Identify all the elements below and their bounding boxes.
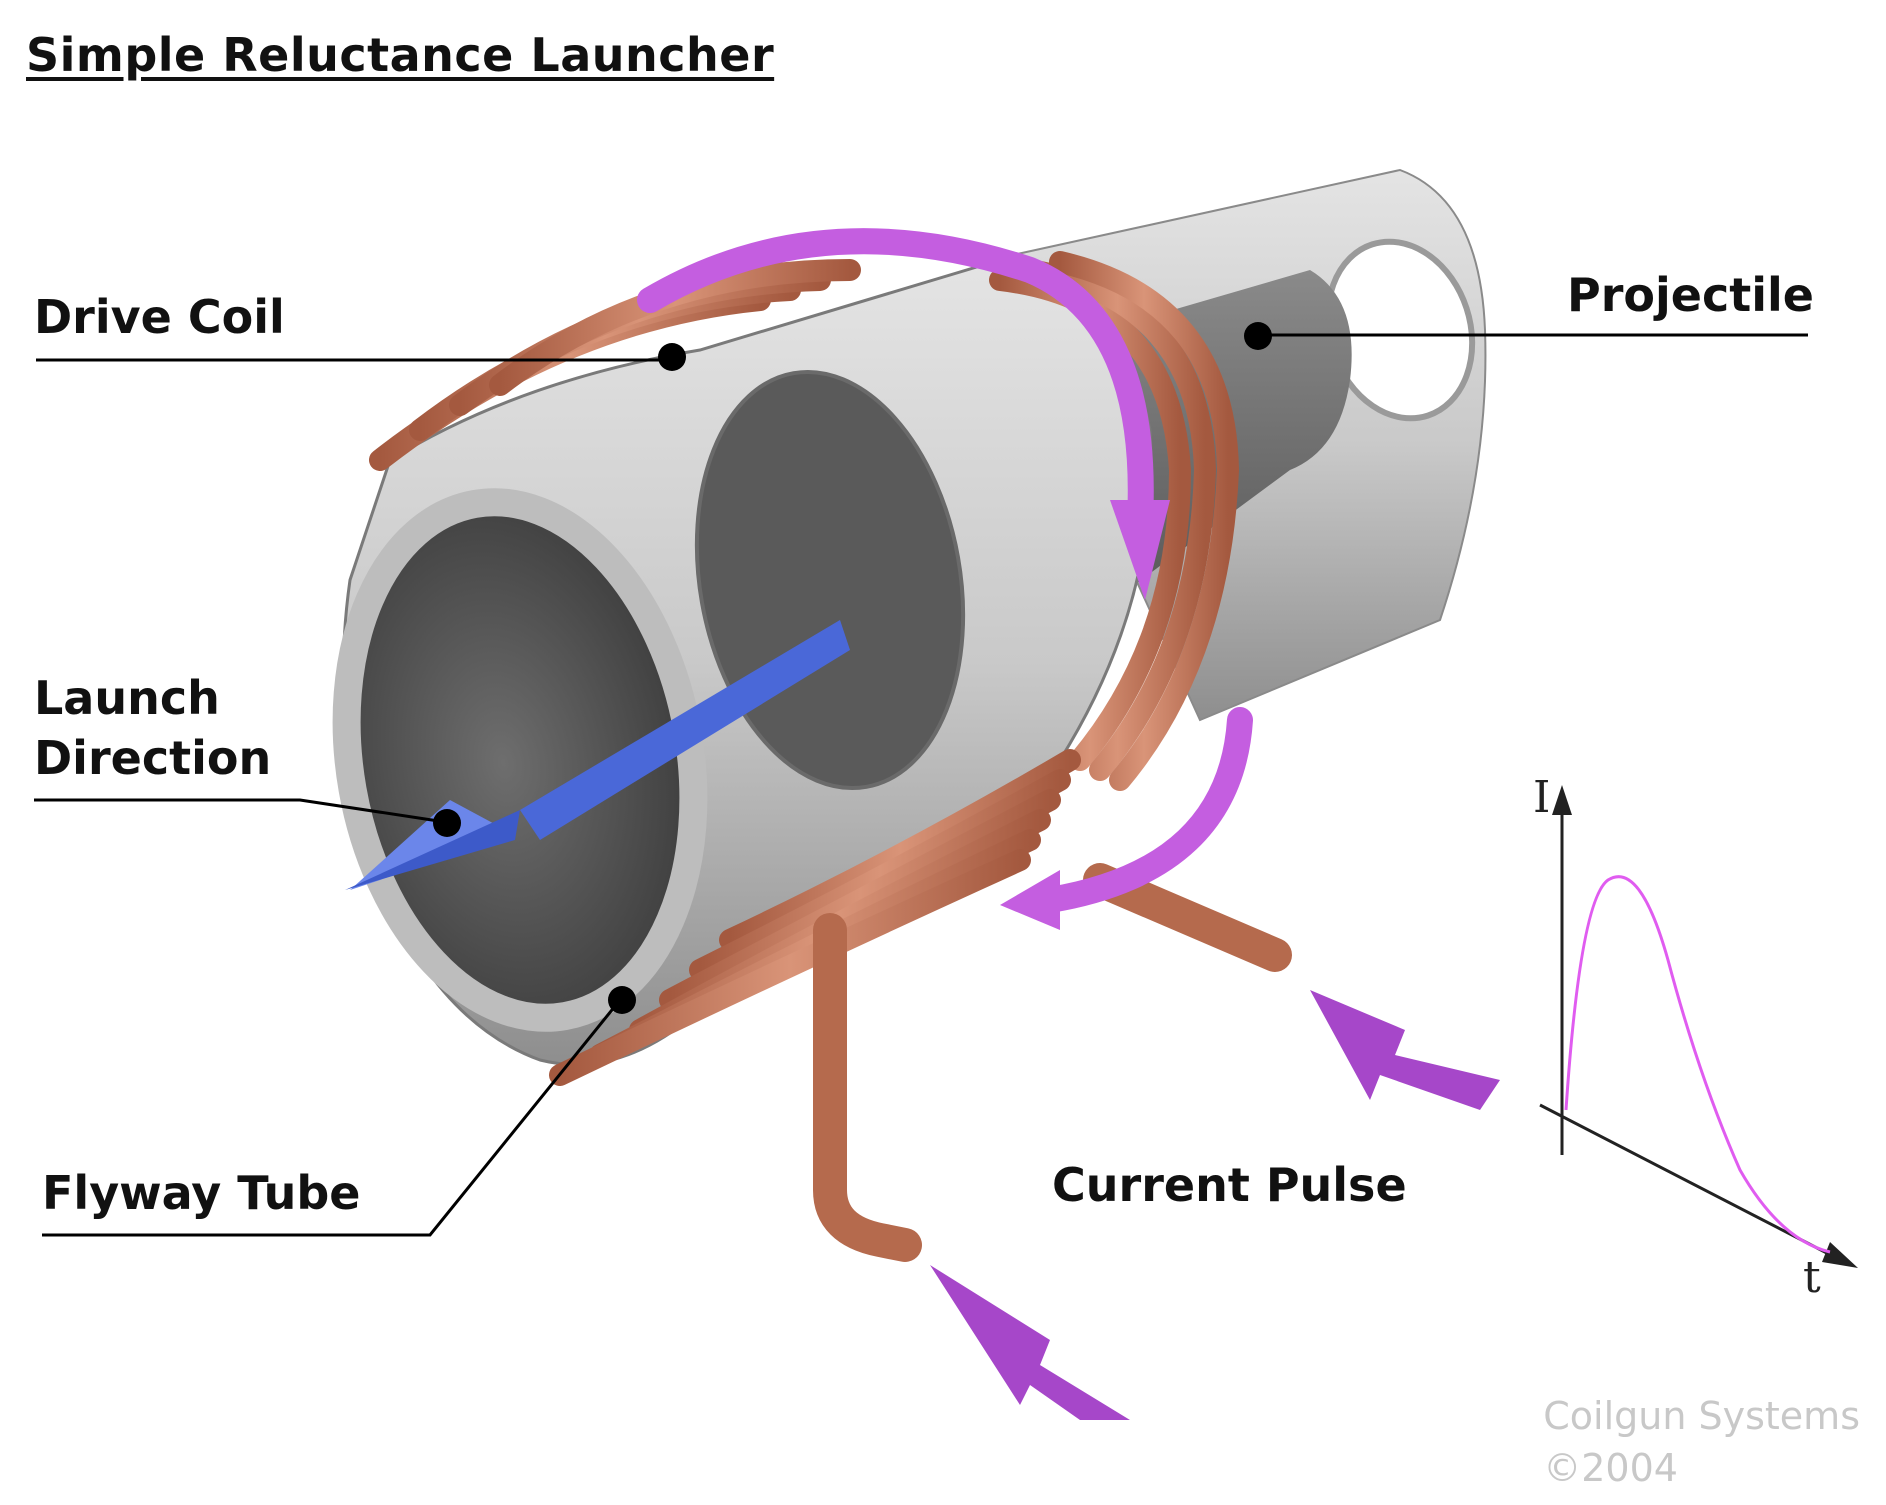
- launch-direction-dot: [433, 809, 461, 837]
- current-pulse-label: Current Pulse: [1052, 1158, 1407, 1212]
- projectile-label: Projectile: [1567, 268, 1814, 322]
- flyway-tube-label: Flyway Tube: [42, 1166, 361, 1220]
- coil-current-arrowheads: [1000, 500, 1170, 930]
- current-pulse-arrows: [930, 990, 1500, 1420]
- graph-y-label: I: [1533, 772, 1551, 823]
- flyway-tube-front: [332, 258, 1153, 1066]
- pulse-curve: [1564, 875, 1831, 1254]
- drive-coil-dot: [658, 343, 686, 371]
- graph-x-arrowhead: [1822, 1242, 1858, 1268]
- diagram-title: Simple Reluctance Launcher: [26, 28, 775, 82]
- pulse-graph: [1539, 785, 1858, 1268]
- graph-y-arrowhead: [1552, 785, 1572, 815]
- launch-direction-arrow: [345, 620, 850, 890]
- credit-line2: ©2004: [1543, 1446, 1678, 1490]
- projectile-dot: [1244, 322, 1272, 350]
- leader-dots: [433, 322, 1272, 1014]
- coil-current-arrows: [637, 228, 1253, 913]
- credit-watermark: Coilgun Systems ©2004: [1543, 1390, 1860, 1494]
- launch-direction-label-line2: Direction: [34, 731, 272, 785]
- drive-coil-label: Drive Coil: [34, 290, 285, 344]
- flyway-tube-dot: [608, 986, 636, 1014]
- graph-x-label: t: [1803, 1252, 1821, 1303]
- launch-direction-label-line1: Launch: [34, 671, 220, 725]
- drive-coil: [369, 251, 1292, 1262]
- credit-line1: Coilgun Systems: [1543, 1394, 1860, 1438]
